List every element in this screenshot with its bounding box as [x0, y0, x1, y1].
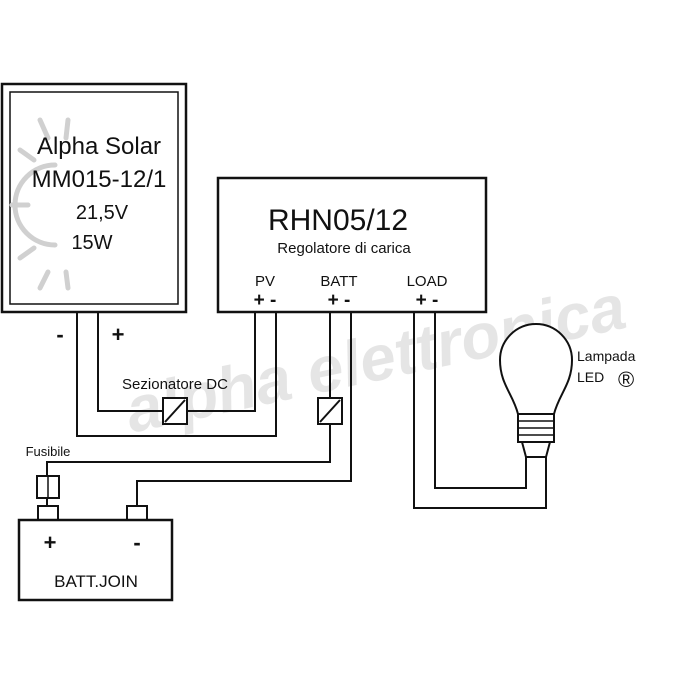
regulator-subtitle: Regolatore di carica	[277, 240, 411, 257]
solar-panel-inner-frame	[9, 91, 179, 305]
solar-panel-plus-terminal: +	[112, 322, 125, 347]
fuse	[36, 475, 60, 499]
regulator-load-label: LOAD	[407, 273, 448, 290]
lamp-label-line2: LED	[577, 369, 604, 385]
battery-plus-post	[37, 505, 59, 521]
fuse-label: Fusibile	[26, 444, 71, 459]
regulator-model: RHN05/12	[268, 204, 408, 237]
wire-load-minus-to-lamp	[434, 312, 527, 489]
regulator-load-polarity: + -	[416, 290, 439, 311]
regulator-pv-label: PV	[255, 273, 275, 290]
sun-icon	[9, 117, 71, 291]
dc-disconnector-pv	[162, 397, 188, 425]
battery-plus-sign: +	[44, 530, 57, 555]
solar-panel-voltage: 21,5V	[76, 202, 129, 224]
regulator-batt-polarity: + -	[328, 290, 351, 311]
regulator-box	[216, 176, 488, 314]
battery-label: BATT.JOIN	[54, 572, 138, 591]
battery-body	[17, 518, 174, 602]
lamp-bulb	[498, 323, 574, 415]
wires	[46, 312, 547, 509]
dc-disconnector-label: Sezionatore DC	[122, 376, 228, 393]
battery: + - BATT.JOIN	[17, 505, 174, 602]
wire-batt-minus-to-battery-minus	[136, 312, 352, 506]
solar-panel: Alpha Solar MM015-12/1 21,5V 15W	[0, 82, 188, 314]
disconnector-pv-slash	[164, 399, 186, 423]
regulator-batt-label: BATT	[320, 273, 357, 290]
solar-panel-brand: Alpha Solar	[37, 133, 161, 160]
wire-panel-minus-to-pv-minus	[76, 312, 277, 437]
lamp-label-line1: Lampada	[577, 348, 636, 364]
battery-minus-sign: -	[133, 530, 140, 555]
battery-minus-post	[126, 505, 148, 521]
solar-panel-minus-terminal: -	[56, 322, 63, 347]
registered-mark: ®	[618, 367, 634, 392]
disconnector-batt-slash	[319, 399, 341, 423]
dc-disconnector-batt	[317, 397, 343, 425]
led-lamp-icon	[498, 323, 574, 458]
solar-panel-power: 15W	[71, 232, 112, 254]
wire-panel-plus-to-pv-plus	[97, 312, 256, 412]
charge-regulator: RHN05/12 Regolatore di carica PV + - BAT…	[216, 176, 488, 314]
solar-panel-model: MM015-12/1	[32, 166, 167, 193]
solar-panel-outer-frame	[0, 82, 188, 314]
wire-load-plus-to-lamp	[413, 312, 547, 509]
regulator-pv-polarity: + -	[254, 290, 277, 311]
lamp-tip	[520, 441, 552, 458]
